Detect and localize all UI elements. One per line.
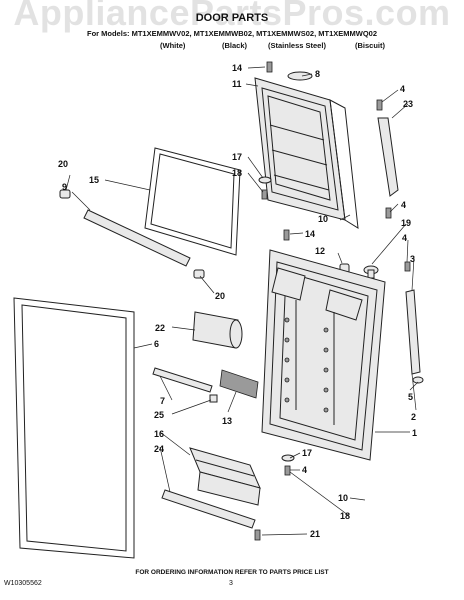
callout-21: 21	[310, 529, 320, 539]
screw-part	[266, 61, 290, 241]
callout-7: 7	[160, 396, 165, 406]
callout-4: 4	[401, 200, 406, 210]
fresh-food-gasket-part	[13, 297, 135, 559]
callout-4: 4	[402, 233, 407, 243]
trim-oval-part	[287, 71, 313, 81]
callout-23: 23	[403, 99, 413, 109]
watermark: AppliancePartsPros.com	[13, 0, 451, 33]
lower-hinge-part	[404, 261, 424, 384]
bin-trim-part	[161, 489, 256, 529]
knob-part	[363, 265, 379, 279]
leader-lines	[65, 66, 419, 536]
callout-10: 10	[318, 214, 328, 224]
callout-16: 16	[154, 429, 164, 439]
callout-17: 17	[232, 152, 242, 162]
callout-4: 4	[400, 84, 405, 94]
callout-9: 9	[62, 182, 67, 192]
model-list: For Models: MT1XEMMWV02, MT1XEMMWB02, MT…	[86, 29, 378, 38]
finish-black: (Black)	[222, 41, 248, 50]
door-bin-part	[189, 447, 261, 506]
callout-22: 22	[155, 323, 165, 333]
callout-20: 20	[215, 291, 225, 301]
callout-14: 14	[232, 63, 242, 73]
callout-11: 11	[232, 79, 242, 89]
callout-5: 5	[408, 392, 413, 402]
nameplate-part	[219, 369, 259, 399]
bottom-screw-part	[254, 529, 261, 541]
callout-4: 4	[302, 465, 307, 475]
page-title: DOOR PARTS	[195, 12, 269, 24]
finish-biscuit: (Biscuit)	[355, 41, 385, 50]
callout-15: 15	[89, 175, 99, 185]
dairy-door-part	[192, 311, 243, 349]
callout-17: 17	[302, 448, 312, 458]
callout-25: 25	[154, 410, 164, 420]
callout-3: 3	[410, 254, 415, 264]
callout-20: 20	[58, 159, 68, 169]
hardware-part	[258, 176, 295, 476]
ordering-note: FOR ORDERING INFORMATION REFER TO PARTS …	[135, 569, 329, 576]
finish-stainless: (Stainless Steel)	[268, 41, 326, 50]
callout-12: 12	[315, 246, 325, 256]
shelf-rail-part	[152, 367, 218, 403]
callout-13: 13	[222, 416, 232, 426]
door-liner-part	[254, 77, 359, 229]
callout-8: 8	[315, 69, 320, 79]
callout-18: 18	[232, 168, 242, 178]
page-number: 3	[229, 580, 233, 587]
callout-10: 10	[338, 493, 348, 503]
hinge-bracket-part	[376, 99, 399, 219]
callout-6: 6	[154, 339, 159, 349]
callout-1: 1	[412, 428, 417, 438]
callout-14: 14	[305, 229, 315, 239]
finish-white: (White)	[160, 41, 186, 50]
document-number: W10305562	[4, 580, 42, 587]
shelf-strip-part	[83, 209, 191, 267]
retainer-clip-part	[59, 189, 205, 279]
freezer-gasket-part	[144, 147, 241, 256]
callout-19: 19	[401, 218, 411, 228]
callout-24: 24	[154, 444, 164, 454]
door-assembly-part	[261, 249, 386, 461]
callout-labels: 14 11 8 4 23 17 18 4 10 14 19 12 4 3 5 2…	[58, 63, 417, 539]
callout-2: 2	[411, 412, 416, 422]
callout-18: 18	[340, 511, 350, 521]
